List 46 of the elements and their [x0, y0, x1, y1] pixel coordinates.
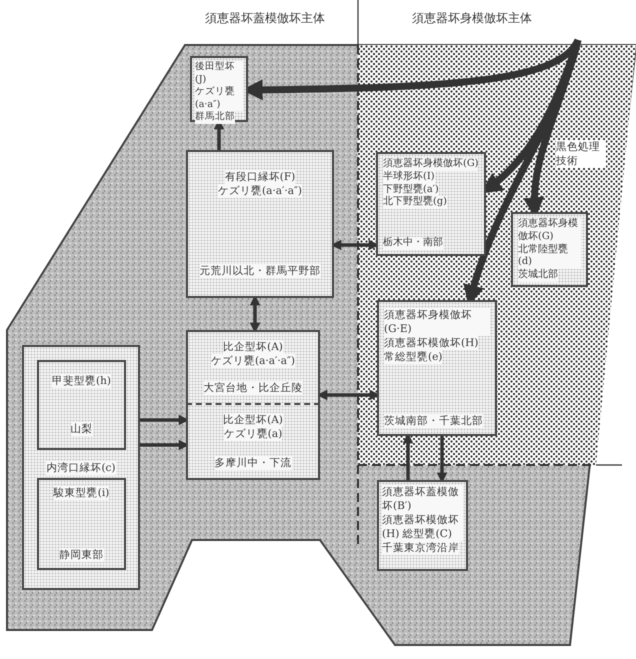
column-heading: 須恵器坏蓋模倣坏主体	[205, 10, 325, 27]
column-heading: 須恵器坏身模倣坏主体	[412, 10, 532, 27]
box-text: 茨城北部	[518, 269, 558, 282]
region-box	[376, 152, 486, 256]
box-text: 有段口縁坏(F)	[224, 170, 296, 184]
region-box	[37, 478, 126, 570]
region-box	[511, 212, 588, 287]
box-text: 須恵器坏蓋模倣坏(B′)	[382, 485, 463, 513]
box-text: 千葉東京湾沿岸	[382, 541, 459, 555]
region-box	[190, 56, 248, 122]
box-text: 後田型坏(J)	[195, 61, 243, 86]
box-text: 茨城南部・千葉北部	[384, 414, 483, 428]
box-text: ケズリ甕(a·a′·a″)	[211, 354, 295, 368]
box-text: 下野型甕(a′)	[383, 184, 439, 196]
box-text: ケズリ甕(a·a′·a″)	[218, 184, 302, 198]
box-text: 須恵器坏模倣坏(H) 総型甕(C)	[382, 513, 463, 541]
box-text: 須恵器坏身模倣坏(G·E)	[384, 308, 490, 336]
region-box	[186, 405, 320, 480]
box-text: 須恵器坏模倣坏(H)	[384, 336, 478, 350]
box-text: 比企型坏(A)	[223, 413, 283, 427]
box-text: 甲斐型甕(h)	[52, 374, 111, 388]
box-text: 栃木中・南部	[383, 237, 443, 250]
box-text: 比企型坏(A)	[223, 340, 283, 354]
box-text: 常総型甕(e)	[384, 350, 442, 364]
region-box	[186, 330, 320, 405]
box-text: 北常陸型甕(d)	[518, 244, 581, 270]
box-text: 半球形坏(I)	[383, 170, 435, 184]
box-text: 須恵器坏身模倣坏(G)	[383, 158, 478, 171]
box-text: 元荒川以北・群馬平野部	[200, 264, 320, 278]
box-text: 多摩川中・下流	[214, 456, 292, 470]
box-text: ケズリ甕(a·a″)	[195, 86, 243, 111]
region-box	[377, 300, 497, 436]
technique-label: 黒色処理技術	[556, 140, 606, 168]
box-text: 大宮台地・比企丘陵	[204, 381, 302, 395]
box-text: ケズリ甕(a)	[224, 427, 282, 441]
box-text: 駿東型甕(i)	[54, 486, 110, 500]
box-text: 須恵器坏身模倣坏(G)	[518, 218, 581, 244]
region-box	[37, 360, 126, 450]
box-text: 北下野型甕(g)	[383, 196, 447, 210]
region-box	[22, 345, 140, 590]
region-box	[186, 150, 334, 298]
box-text: 内湾口縁坏(c)	[46, 461, 116, 475]
box-text: 群馬北部	[195, 111, 235, 124]
box-text: 山梨	[70, 422, 92, 436]
box-text: 静岡東部	[60, 548, 104, 562]
region-box	[377, 480, 468, 571]
